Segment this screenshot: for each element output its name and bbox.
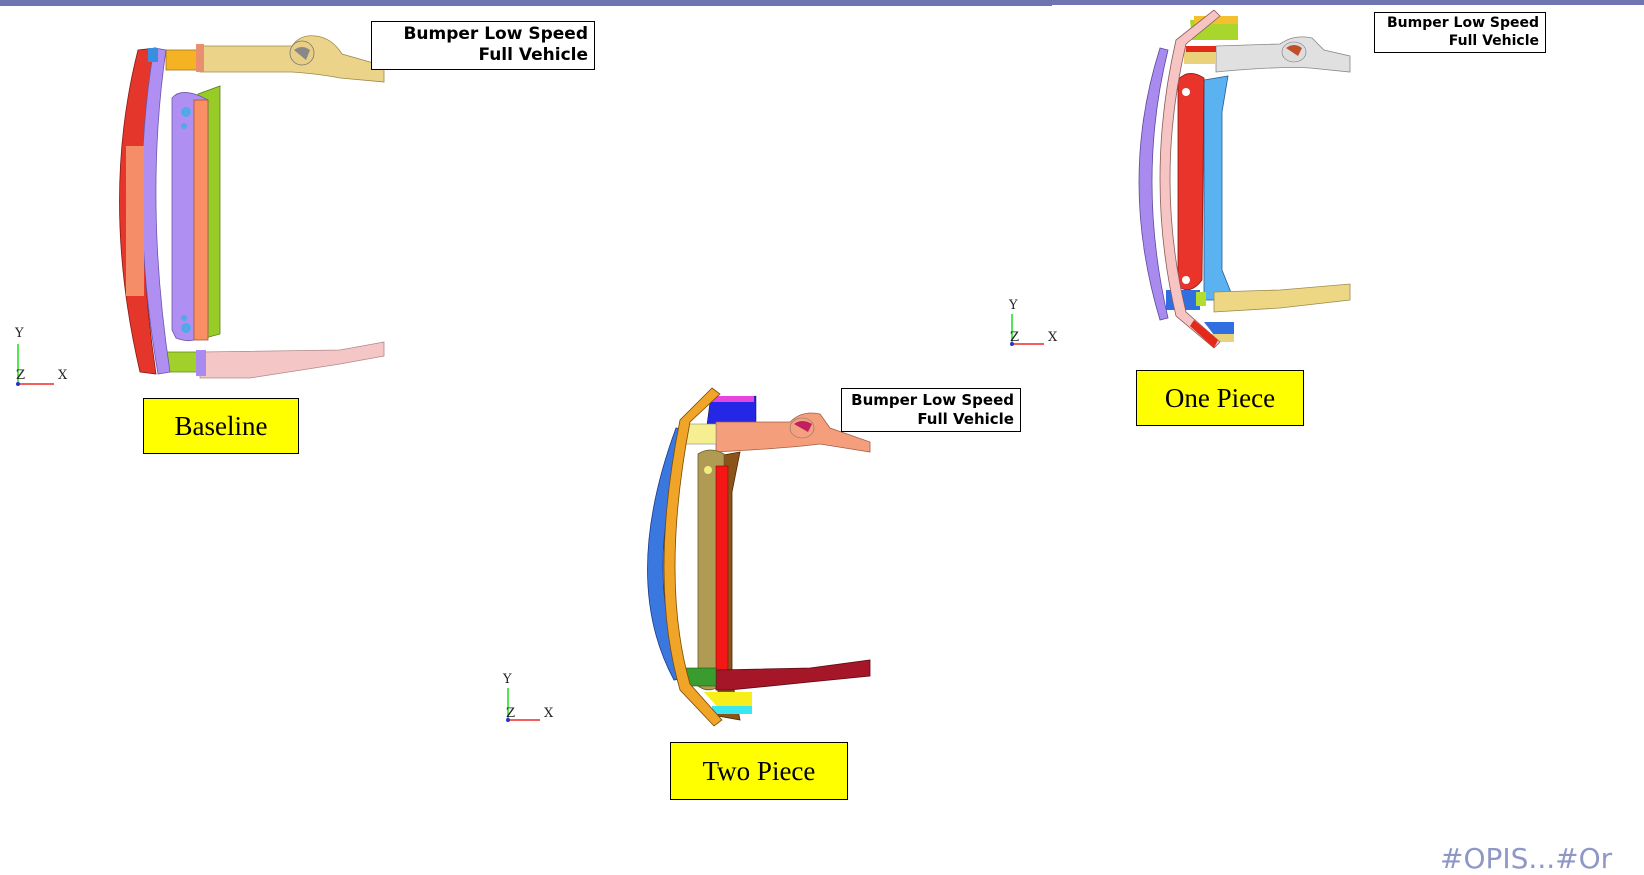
z-axis-icon xyxy=(506,718,510,722)
panel-baseline: Bumper Low Speed Full Vehicle Y Z X Base… xyxy=(0,0,620,470)
panel-one-piece: Bumper Low Speed Full Vehicle Y Z X One … xyxy=(990,0,1644,440)
baseline-vehicle-model xyxy=(119,35,385,379)
watermark-text: #OPIS...#Or xyxy=(1440,842,1613,875)
axis-x-label: X xyxy=(1048,330,1058,345)
caption-one-piece: One Piece xyxy=(1136,370,1304,426)
axis-z-label: Z xyxy=(506,706,516,721)
axis-x-label: X xyxy=(58,368,68,383)
caption-baseline: Baseline xyxy=(143,398,299,454)
slide-header-bar xyxy=(0,0,1644,6)
baseline-title-box: Bumper Low Speed Full Vehicle xyxy=(371,21,595,70)
caption-two-piece: Two Piece xyxy=(670,742,848,800)
baseline-title-line1: Bumper Low Speed xyxy=(403,24,588,44)
one-piece-title-line1: Bumper Low Speed xyxy=(1387,15,1539,31)
axis-x-label: X xyxy=(544,706,554,721)
one-piece-title-box: Bumper Low Speed Full Vehicle xyxy=(1374,12,1546,53)
axis-y-label: Y xyxy=(15,326,24,341)
axis-z-label: Z xyxy=(1010,330,1020,345)
z-axis-icon xyxy=(16,382,20,386)
baseline-title-line2: Full Vehicle xyxy=(478,45,588,66)
one-piece-axis-triad: Y Z X xyxy=(1004,296,1084,356)
two-piece-axis-triad: Y Z X xyxy=(500,670,580,730)
one-piece-title-line2: Full Vehicle xyxy=(1448,32,1539,49)
baseline-axis-triad: Y Z X xyxy=(10,326,90,386)
z-axis-icon xyxy=(1010,342,1014,346)
two-piece-title-line1: Bumper Low Speed xyxy=(851,391,1014,409)
axis-z-label: Z xyxy=(16,368,26,383)
two-piece-title-line2: Full Vehicle xyxy=(917,409,1014,428)
panel-two-piece: Bumper Low Speed Full Vehicle Y Z X Two … xyxy=(490,380,1050,810)
axis-y-label: Y xyxy=(1009,298,1018,313)
axis-y-label: Y xyxy=(503,672,512,687)
two-piece-title-box: Bumper Low Speed Full Vehicle xyxy=(841,388,1021,432)
two-piece-vehicle-model xyxy=(647,387,871,727)
one-piece-vehicle-model xyxy=(1138,9,1351,349)
